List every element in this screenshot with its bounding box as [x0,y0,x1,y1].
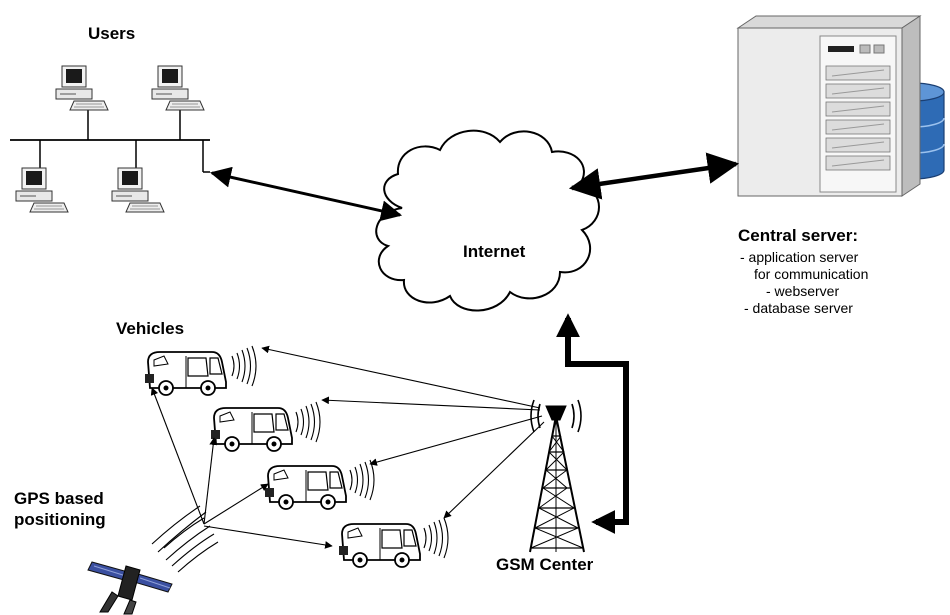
users-network [10,65,210,213]
gps-label-line2: positioning [14,510,106,529]
gps-vehicle-links [150,387,333,549]
server-tower-icon [736,15,922,197]
radio-waves [295,401,321,443]
internet-cloud [375,129,600,312]
radio-waves [349,459,375,501]
users-label: Users [88,24,136,43]
server-role: - webserver [766,283,840,299]
vehicles-label: Vehicles [116,319,185,338]
desktop-computer-icon [151,65,205,111]
desktop-computer-icon [55,65,109,111]
gps-waves [151,505,219,573]
radio-waves [423,517,449,559]
gps-label-line1: GPS based [14,489,104,508]
central-server-roles: - application server for communication -… [740,249,940,317]
gsm-center-label: GSM Center [496,555,594,574]
van-icon [144,351,227,396]
users-internet-link [209,166,403,222]
gps-satellite-icon [87,561,173,615]
internet-label: Internet [463,242,526,261]
van-icon [338,523,421,568]
desktop-computer-icon [111,167,165,213]
desktop-computer-icon [15,167,69,213]
van-icon [264,465,347,510]
gsm-vehicle-links [261,345,545,519]
radio-waves [231,345,257,387]
server-role: - application server [740,249,859,265]
gsm-internet-link [556,313,629,534]
server-role: - database server [744,300,853,316]
van-icon [210,407,293,452]
server-role: for communication [754,266,869,282]
central-server-title: Central server: [738,226,859,245]
gsm-tower-icon [529,399,585,553]
internet-server-link [568,152,740,200]
